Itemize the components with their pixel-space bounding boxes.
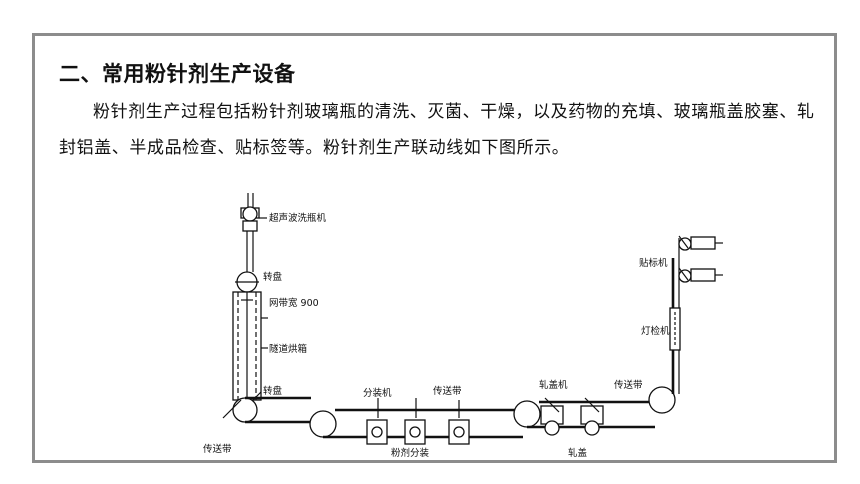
filling-machine-1 xyxy=(366,398,388,445)
label-capping: 轧盖 xyxy=(568,447,588,458)
content-frame: 二、常用粉针剂生产设备 粉针剂生产过程包括粉针剂玻璃瓶的清洗、灭菌、干燥，以及药… xyxy=(32,33,837,463)
label-turntable-bottom: 转盘 xyxy=(263,385,283,397)
label-inspection-lamp: 灯检机 xyxy=(641,325,670,337)
label-turntable-top: 转盘 xyxy=(263,271,283,283)
label-capping-machine: 轧盖机 xyxy=(539,379,568,391)
label-ultrasonic-washer: 超声波洗瓶机 xyxy=(269,212,327,224)
label-tunnel-oven: 隧道烘箱 xyxy=(269,343,307,355)
filling-machine-2 xyxy=(404,398,426,445)
label-labeling-machine: 贴标机 xyxy=(639,257,668,269)
turntable-top xyxy=(235,231,259,293)
production-line-diagram: 超声波洗瓶机 转盘 xyxy=(183,188,763,458)
labeling-machine-1 xyxy=(678,235,723,251)
label-conveyor-mid: 传送带 xyxy=(433,385,462,397)
inspection-lamp xyxy=(669,307,681,351)
body-paragraph: 粉针剂生产过程包括粉针剂玻璃瓶的清洗、灭菌、干燥，以及药物的充填、玻璃瓶盖胶塞、… xyxy=(59,102,815,158)
ultrasonic-washer xyxy=(240,193,267,232)
production-line-svg: 超声波洗瓶机 转盘 xyxy=(203,193,723,458)
filling-machine-3 xyxy=(448,400,470,445)
section-heading: 二、常用粉针剂生产设备 xyxy=(59,62,296,86)
capping-machine-2 xyxy=(580,397,604,436)
capping-machine-1 xyxy=(540,397,564,436)
labeling-machine-2 xyxy=(678,267,723,283)
label-belt-width: 网带宽 900 xyxy=(269,297,319,309)
label-conveyor-left: 传送带 xyxy=(203,443,232,455)
label-conveyor-right: 传送带 xyxy=(614,379,643,391)
label-filling-machine: 分装机 xyxy=(363,387,392,399)
conveyor-belt xyxy=(245,238,680,439)
tunnel-oven xyxy=(232,291,268,401)
label-powder-filling: 粉剂分装 xyxy=(391,447,430,458)
